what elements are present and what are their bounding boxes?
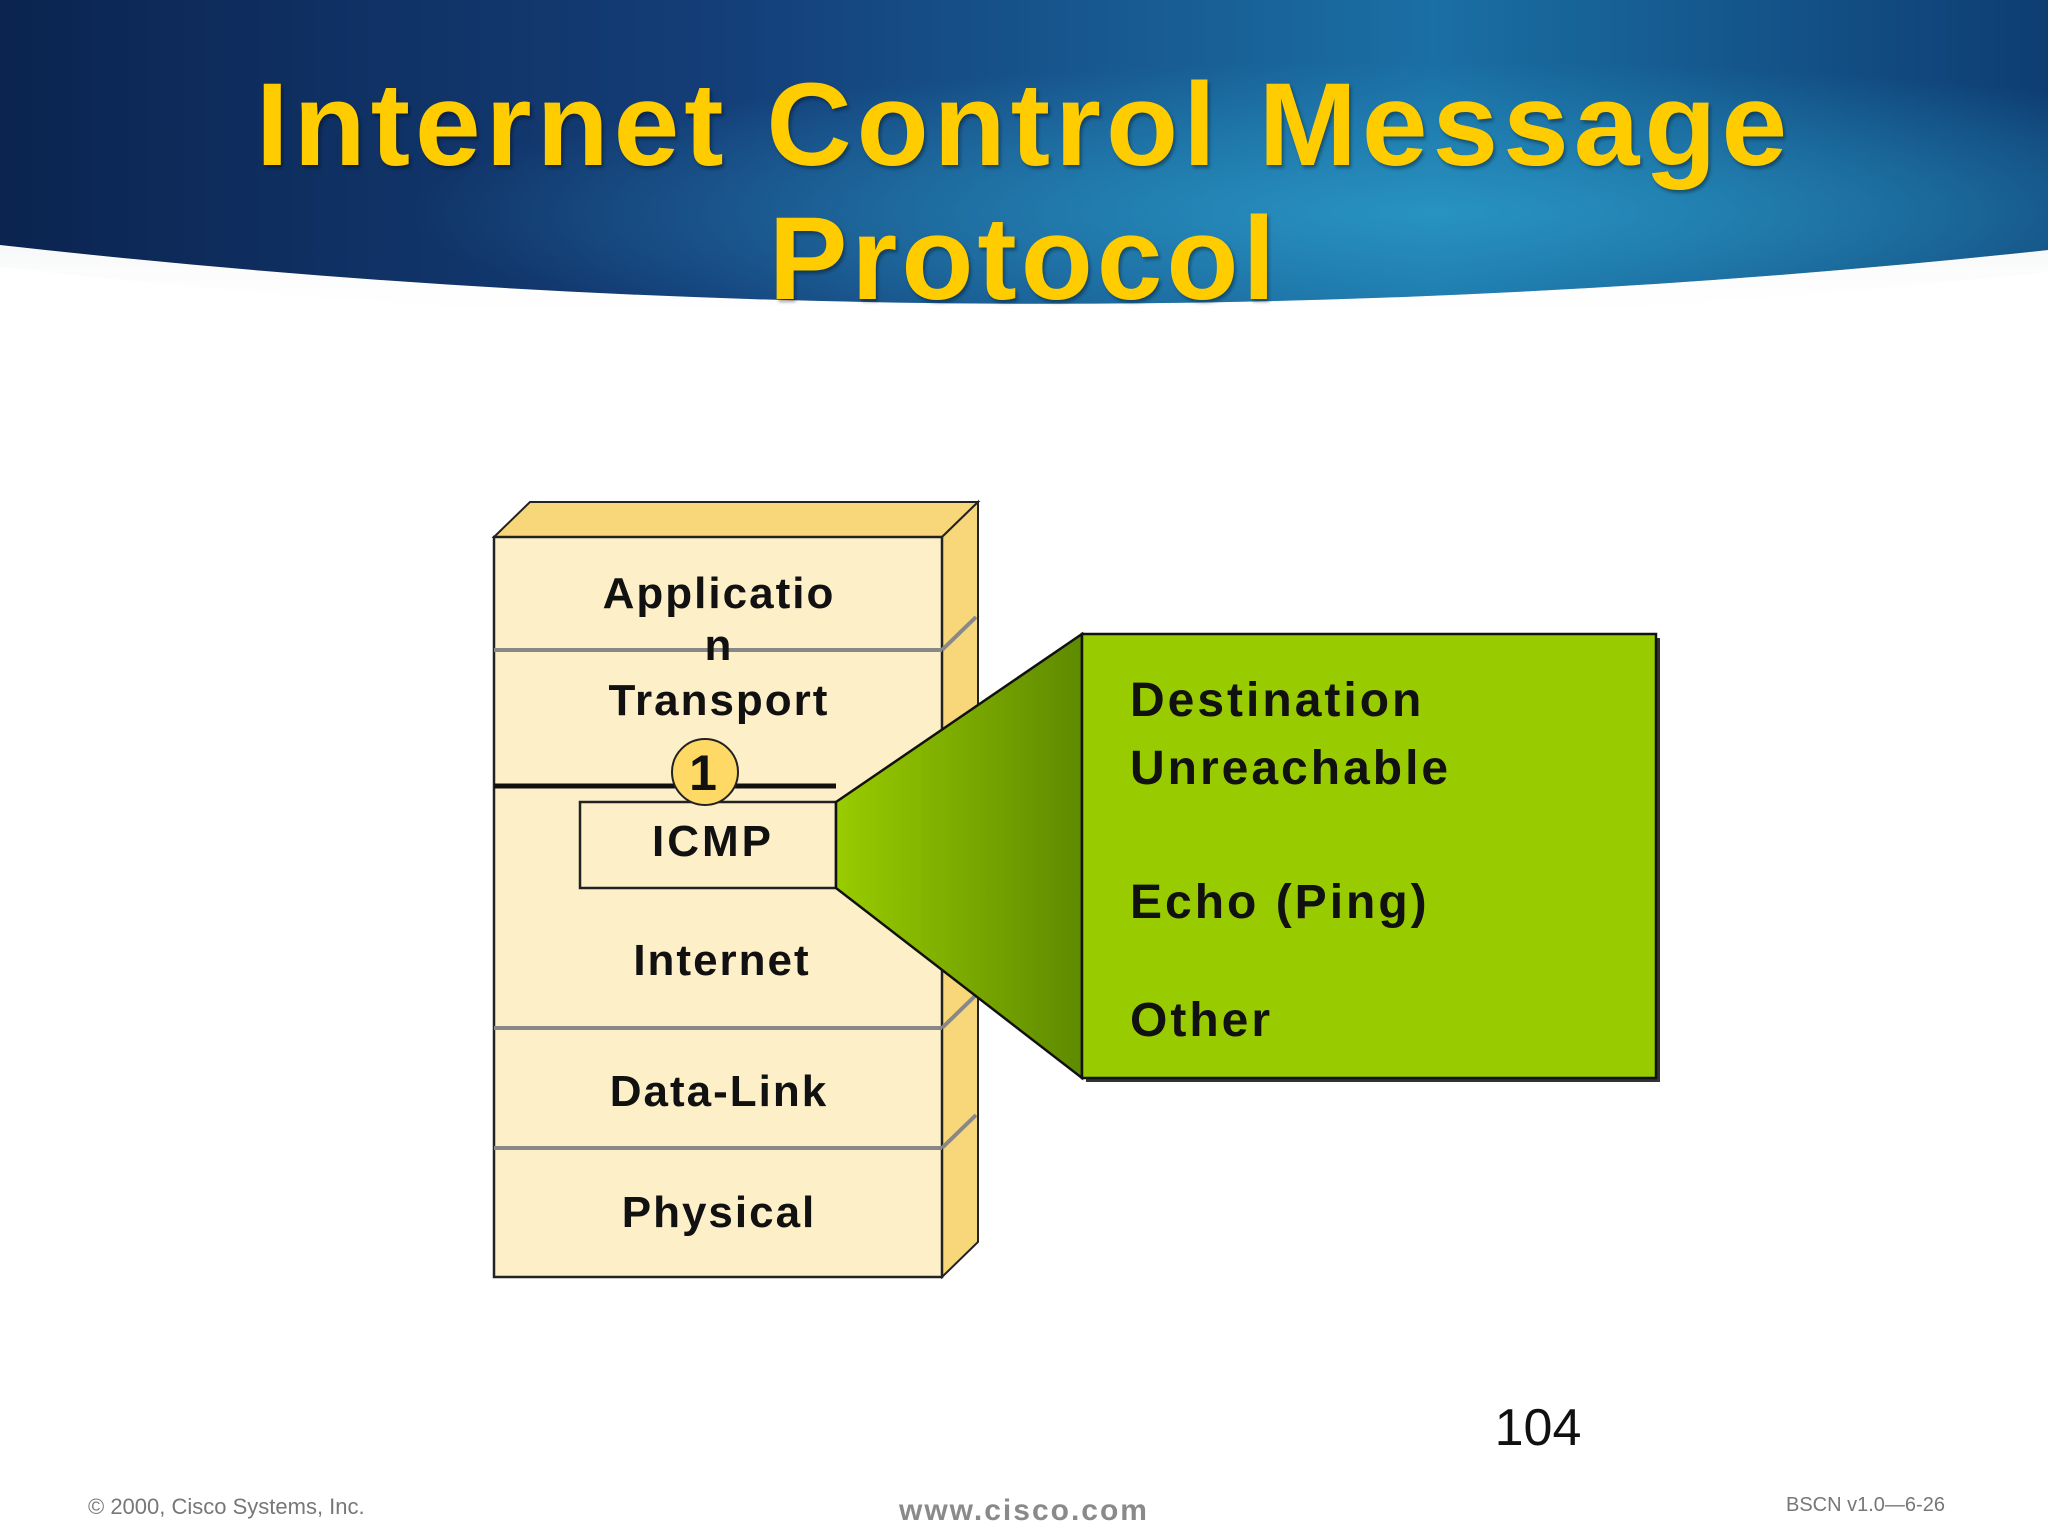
- icmp-callout: Destination Unreachable Echo (Ping) Othe…: [834, 631, 1660, 1082]
- layer-label-transport: Transport: [609, 676, 830, 725]
- icmp-label: ICMP: [652, 817, 774, 866]
- page-number: 104: [1494, 1399, 1582, 1457]
- layer-label-application-line1: Applicatio: [603, 569, 836, 618]
- icmp-message-other: Other: [1130, 994, 1273, 1047]
- footer-copyright: © 2000, Cisco Systems, Inc.: [88, 1494, 365, 1519]
- slide-title-line-2: Protocol: [768, 193, 1280, 325]
- footer-url: www.cisco.com: [899, 1494, 1149, 1527]
- callout-box: [1080, 632, 1658, 1080]
- icmp-message-destination-unreachable-line2: Unreachable: [1130, 742, 1451, 795]
- icmp-message-echo-ping: Echo (Ping): [1130, 876, 1430, 929]
- icmp-message-destination-unreachable-line1: Destination: [1130, 674, 1424, 727]
- layer-label-physical: Physical: [622, 1188, 817, 1237]
- footer-course-code: BSCN v1.0—6-26: [1786, 1494, 1945, 1516]
- separator-application-transport-side: [940, 615, 978, 652]
- layer-label-data-link: Data-Link: [610, 1067, 828, 1116]
- step-badge: [671, 738, 739, 806]
- header-banner: [0, 0, 2048, 326]
- layer-label-application-line2: n: [705, 621, 734, 670]
- layer-label-internet: Internet: [633, 936, 810, 985]
- separator-datalink-physical-side: [940, 1113, 978, 1150]
- stack-top-face: [491, 501, 981, 538]
- separator-internet-datalink-side: [940, 993, 978, 1030]
- icmp-box: [578, 800, 838, 890]
- slide-title-line-1: Internet Control Message: [255, 59, 1793, 191]
- step-badge-number: 1: [689, 745, 717, 801]
